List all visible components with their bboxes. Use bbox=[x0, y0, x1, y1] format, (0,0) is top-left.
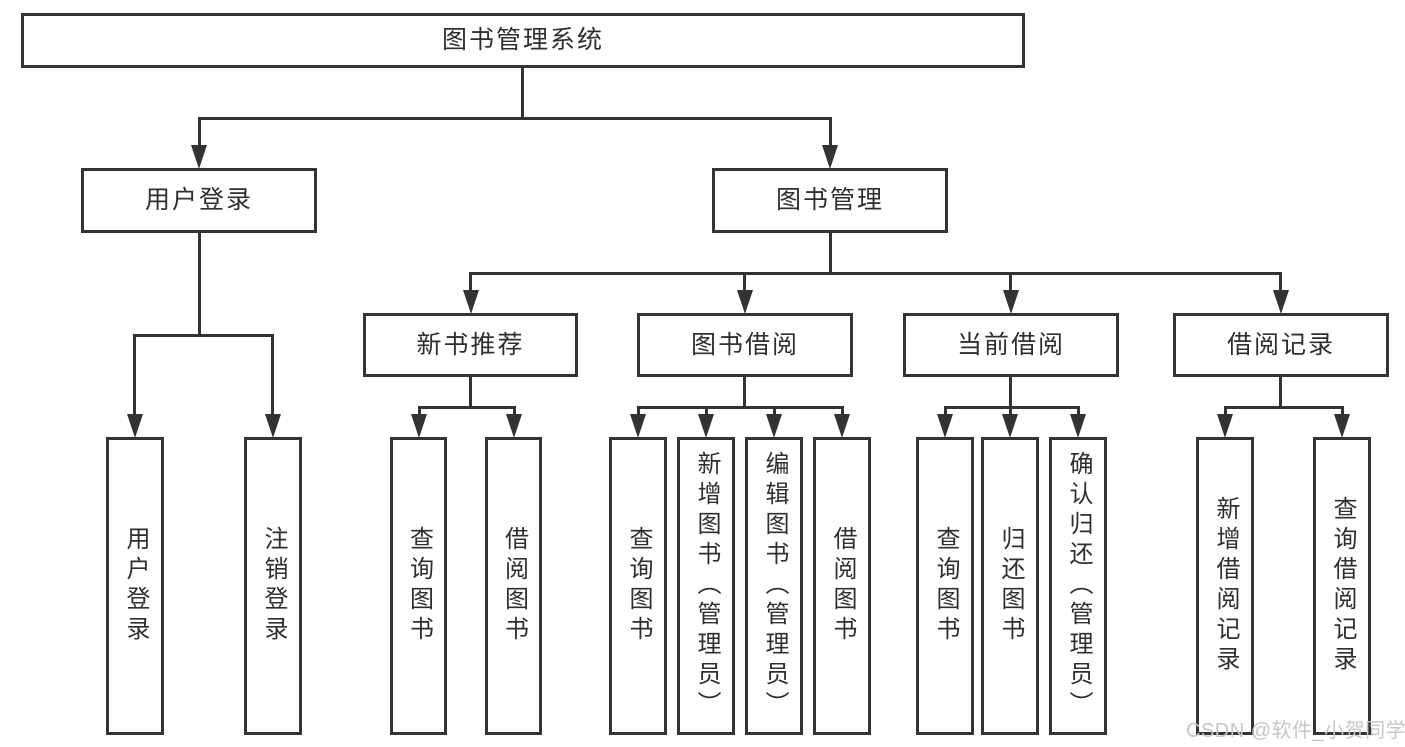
node-borrowing-records: 借阅记录 bbox=[1173, 313, 1389, 377]
connector-line-vertical bbox=[773, 406, 776, 418]
leaf-logout-label: 注销登录 bbox=[260, 526, 287, 646]
leaf-current-confirm-return-admin-label: 确认归还（管理员） bbox=[1065, 451, 1092, 721]
node-current-borrowing-label: 当前借阅 bbox=[956, 330, 1065, 359]
node-new-book-recommendation: 新书推荐 bbox=[363, 313, 578, 377]
connector-line-vertical bbox=[513, 406, 516, 418]
arrowhead-down-icon bbox=[834, 414, 850, 438]
leaf-borrow-borrow-books-label: 借阅图书 bbox=[829, 526, 856, 646]
leaf-current-return-books: 归还图书 bbox=[981, 437, 1039, 735]
arrowhead-down-icon bbox=[822, 145, 838, 169]
connector-line-vertical bbox=[944, 406, 947, 418]
connector-line-horizontal bbox=[944, 406, 1080, 409]
connector-line-vertical bbox=[469, 376, 472, 409]
node-new-book-recommendation-label: 新书推荐 bbox=[416, 330, 525, 359]
connector-line-vertical bbox=[198, 117, 201, 148]
node-book-borrowing-label: 图书借阅 bbox=[690, 330, 799, 359]
connector-line-vertical bbox=[1077, 406, 1080, 418]
connector-line-vertical bbox=[418, 406, 421, 418]
arrowhead-down-icon bbox=[265, 414, 281, 438]
leaf-borrow-query-books-label: 查询图书 bbox=[625, 526, 652, 646]
leaf-borrow-borrow-books: 借阅图书 bbox=[813, 437, 871, 735]
node-current-borrowing: 当前借阅 bbox=[903, 313, 1119, 377]
arrowhead-down-icon bbox=[127, 414, 143, 438]
leaf-record-add-borrow-record: 新增借阅记录 bbox=[1196, 437, 1254, 735]
leaf-user-login-label: 用户登录 bbox=[122, 526, 149, 646]
connector-line-horizontal bbox=[637, 406, 844, 409]
node-book-management: 图书管理 bbox=[712, 168, 948, 233]
arrowhead-down-icon bbox=[463, 290, 479, 314]
node-book-borrowing: 图书借阅 bbox=[637, 313, 853, 377]
connector-line-vertical bbox=[1279, 272, 1282, 293]
connector-line-vertical bbox=[743, 376, 746, 409]
connector-line-vertical bbox=[1279, 376, 1282, 409]
connector-line-vertical bbox=[1009, 272, 1012, 293]
arrowhead-down-icon bbox=[1002, 414, 1018, 438]
node-root-label: 图书管理系统 bbox=[441, 26, 604, 54]
connector-line-vertical bbox=[198, 231, 201, 336]
connector-line-vertical bbox=[271, 334, 274, 418]
connector-line-horizontal bbox=[133, 334, 274, 337]
csdn-watermark: CSDN @软件_小贺同学 bbox=[1186, 720, 1405, 742]
arrowhead-down-icon bbox=[1003, 290, 1019, 314]
connector-line-horizontal bbox=[469, 272, 1282, 275]
connector-line-vertical bbox=[841, 406, 844, 418]
node-borrowing-records-label: 借阅记录 bbox=[1226, 330, 1335, 359]
connector-line-vertical bbox=[133, 334, 136, 418]
connector-line-horizontal bbox=[418, 406, 516, 409]
arrowhead-down-icon bbox=[766, 414, 782, 438]
leaf-newbook-query-books-label: 查询图书 bbox=[405, 526, 433, 646]
node-book-management-label: 图书管理 bbox=[775, 186, 884, 214]
arrowhead-down-icon bbox=[937, 414, 953, 438]
leaf-record-add-borrow-record-label: 新增借阅记录 bbox=[1212, 496, 1239, 676]
leaf-current-return-books-label: 归还图书 bbox=[997, 526, 1024, 646]
leaf-record-query-borrow-record: 查询借阅记录 bbox=[1313, 437, 1371, 735]
leaf-record-query-borrow-record-label: 查询借阅记录 bbox=[1329, 496, 1356, 676]
arrowhead-down-icon bbox=[737, 290, 753, 314]
leaf-user-login: 用户登录 bbox=[106, 437, 164, 735]
connector-line-vertical bbox=[637, 406, 640, 418]
arrowhead-down-icon bbox=[1217, 414, 1233, 438]
connector-line-vertical bbox=[743, 272, 746, 293]
connector-line-vertical bbox=[1224, 406, 1227, 418]
leaf-logout: 注销登录 bbox=[244, 437, 302, 735]
arrowhead-down-icon bbox=[506, 414, 522, 438]
leaf-borrow-query-books: 查询图书 bbox=[609, 437, 667, 735]
arrowhead-down-icon bbox=[191, 145, 207, 169]
leaf-borrow-edit-books-admin-label: 编辑图书（管理员） bbox=[761, 451, 788, 721]
arrowhead-down-icon bbox=[1334, 414, 1350, 438]
arrowhead-down-icon bbox=[630, 414, 646, 438]
connector-line-vertical bbox=[1341, 406, 1344, 418]
leaf-borrow-add-books-admin: 新增图书（管理员） bbox=[677, 437, 735, 735]
node-root: 图书管理系统 bbox=[21, 13, 1025, 68]
connector-line-vertical bbox=[521, 66, 524, 119]
connector-line-vertical bbox=[705, 406, 708, 418]
leaf-current-query-books-label: 查询图书 bbox=[932, 526, 959, 646]
leaf-newbook-borrow-books: 借阅图书 bbox=[485, 437, 542, 735]
connector-line-vertical bbox=[469, 272, 472, 293]
leaf-current-confirm-return-admin: 确认归还（管理员） bbox=[1049, 437, 1107, 735]
leaf-borrow-edit-books-admin: 编辑图书（管理员） bbox=[745, 437, 803, 735]
connector-line-vertical bbox=[1009, 406, 1012, 418]
node-user-login-label: 用户登录 bbox=[144, 186, 253, 214]
leaf-borrow-add-books-admin-label: 新增图书（管理员） bbox=[693, 451, 720, 721]
connector-line-horizontal bbox=[198, 117, 832, 120]
leaf-newbook-borrow-books-label: 借阅图书 bbox=[500, 526, 528, 646]
arrowhead-down-icon bbox=[411, 414, 427, 438]
arrowhead-down-icon bbox=[1273, 290, 1289, 314]
connector-line-horizontal bbox=[1224, 406, 1344, 409]
node-user-login: 用户登录 bbox=[81, 168, 317, 233]
leaf-current-query-books: 查询图书 bbox=[916, 437, 974, 735]
connector-line-vertical bbox=[829, 231, 832, 274]
leaf-newbook-query-books: 查询图书 bbox=[390, 437, 447, 735]
connector-line-vertical bbox=[1009, 376, 1012, 409]
arrowhead-down-icon bbox=[1070, 414, 1086, 438]
arrowhead-down-icon bbox=[698, 414, 714, 438]
connector-line-vertical bbox=[829, 117, 832, 148]
